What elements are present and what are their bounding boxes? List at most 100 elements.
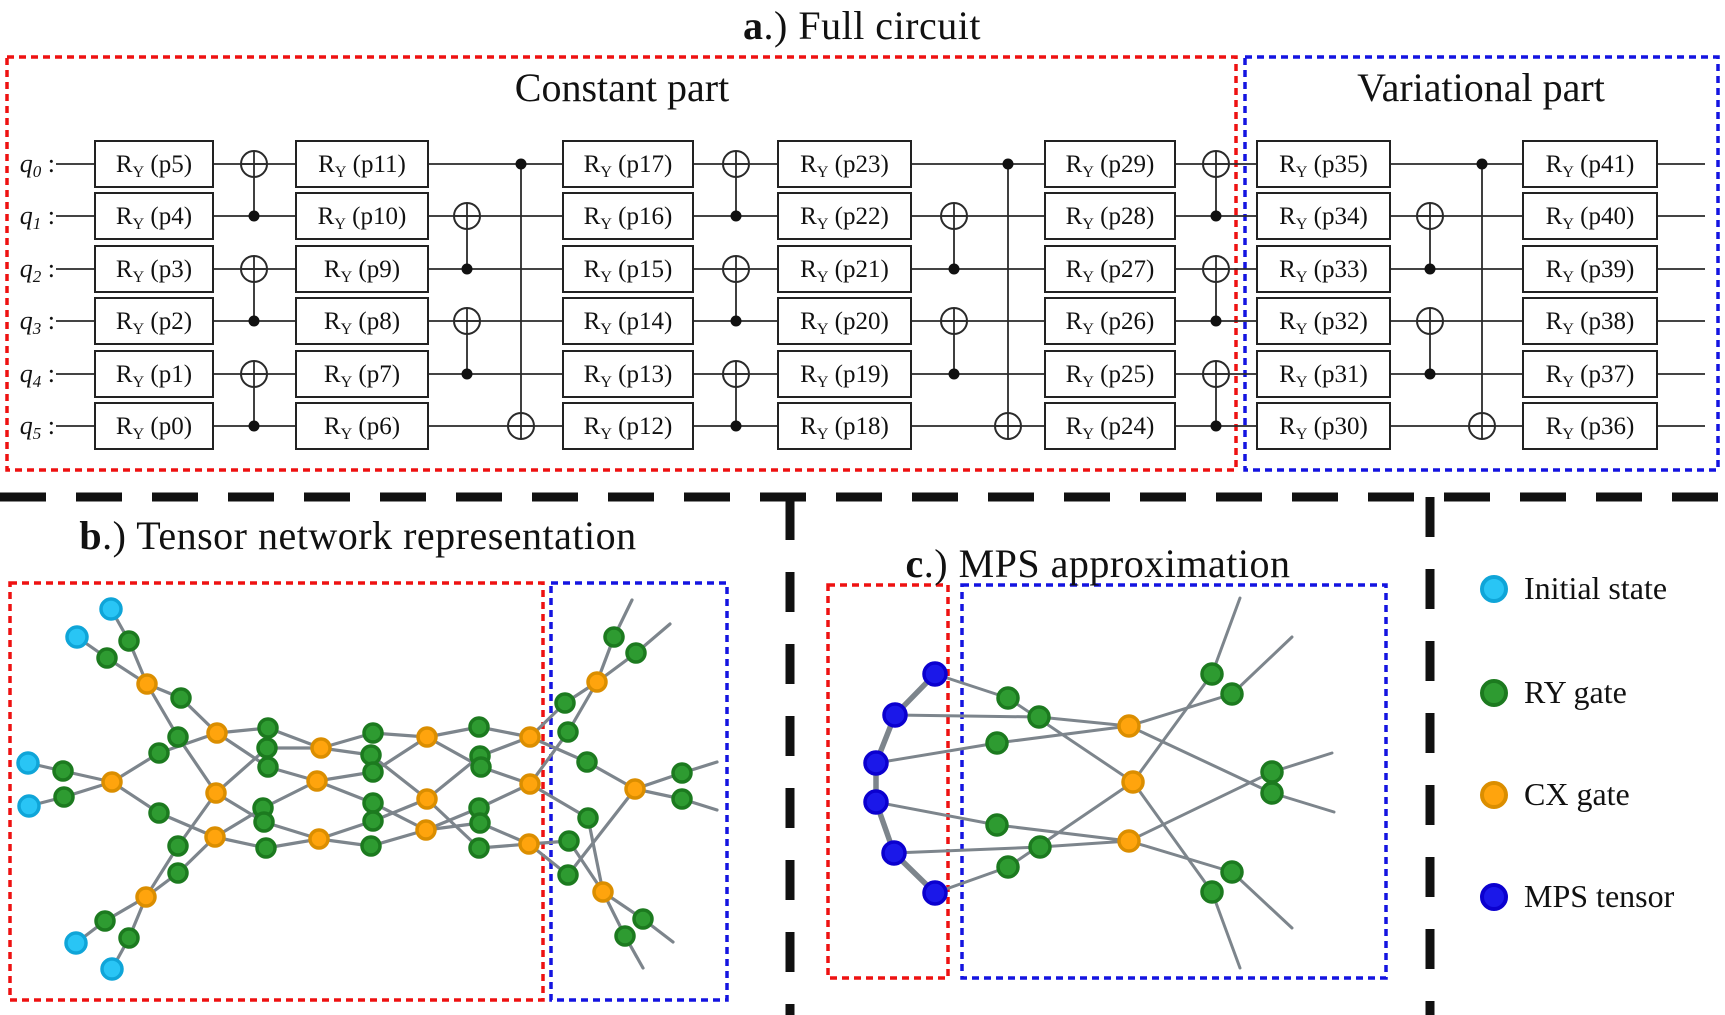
ry-gate-box	[94, 245, 214, 293]
ry-gate-box	[562, 402, 694, 450]
ry-gate-box	[562, 245, 694, 293]
ry-gate-p15: RY (p15)	[562, 245, 694, 293]
ry-gate-label: RY (p33)	[1279, 256, 1368, 286]
mps-cx-node	[1117, 829, 1141, 853]
tn-ry-node	[603, 626, 625, 648]
ry-gate-box	[1044, 402, 1176, 450]
tensor-edge	[214, 746, 269, 795]
ry-gate-p25: RY (p25)	[1044, 350, 1176, 398]
ry-gate-box	[777, 350, 912, 398]
cx-gate	[1468, 158, 1496, 440]
tn-ry-node	[94, 910, 116, 932]
cx-gate	[1202, 150, 1230, 222]
tensor-edge	[1131, 672, 1214, 784]
ry-gate-p34: RY (p34)	[1256, 192, 1391, 240]
cx-gate-dot	[1480, 780, 1508, 809]
ry-gate-label: RY (p30)	[1279, 413, 1368, 443]
ry-gate-p14: RY (p14)	[562, 297, 694, 345]
cx-gate	[940, 307, 968, 380]
ry-gate-box	[94, 402, 214, 450]
ry-gate-box	[1044, 192, 1176, 240]
ry-gate-p18: RY (p18)	[777, 402, 912, 450]
constant-part-box	[5, 55, 1238, 472]
ry-gate-label: RY (p22)	[800, 203, 889, 233]
tn-cx-node	[308, 828, 330, 850]
ry-gate-label: RY (p11)	[318, 151, 406, 181]
panel-b-letter: b	[79, 513, 103, 558]
tensor-edge	[1006, 780, 1135, 869]
tn-ry-node	[360, 835, 382, 857]
tn-ry-node	[170, 687, 192, 709]
tn-ry-node	[671, 788, 693, 810]
cx-gate	[722, 150, 750, 222]
legend-item-cx-gate: CX gate	[1480, 776, 1630, 813]
ry-gate-p10: RY (p10)	[295, 192, 429, 240]
tn-ry-node	[577, 807, 599, 829]
tn-ry-node	[257, 756, 279, 778]
ry-gate-label: RY (p28)	[1066, 203, 1155, 233]
panel-dividers	[0, 492, 1725, 1015]
mps-ry-node	[985, 731, 1009, 755]
ry-gate-label: RY (p9)	[324, 256, 400, 286]
tensor-edge	[586, 816, 605, 894]
cx-control-dot	[730, 420, 742, 432]
tn-ry-node	[632, 908, 654, 930]
tn-ry-node	[52, 760, 74, 782]
ry-gate-label: RY (p38)	[1546, 308, 1635, 338]
tn-cx-node	[518, 833, 540, 855]
legend-item-initial-state: Initial state	[1480, 570, 1667, 607]
mps-variational-box	[960, 583, 1388, 980]
tensor-edge	[425, 797, 481, 850]
mps-ry-node	[1220, 860, 1244, 884]
tensor-edge	[1210, 596, 1242, 676]
tensor-edge	[874, 741, 999, 765]
ry-gate-label: RY (p10)	[318, 203, 407, 233]
ry-gate-p4: RY (p4)	[94, 192, 214, 240]
tensor-network-variational-box	[549, 581, 729, 1002]
tn-cx-node	[101, 771, 123, 793]
legend-label: MPS tensor	[1524, 878, 1675, 914]
panel-c-title-text: .) MPS approximation	[923, 541, 1291, 586]
ry-gate-p16: RY (p16)	[562, 192, 694, 240]
ry-gate-box	[1522, 140, 1658, 188]
tn-ry-node	[557, 864, 579, 886]
tn-cx-node	[519, 773, 541, 795]
tn-cx-node	[135, 886, 157, 908]
mps-ry-node	[996, 855, 1020, 879]
ry-gate-box	[1522, 402, 1658, 450]
tn-ry-node	[256, 737, 278, 759]
ry-gate-box	[562, 297, 694, 345]
ry-gate-p0: RY (p0)	[94, 402, 214, 450]
ry-gate-p38: RY (p38)	[1522, 297, 1658, 345]
region-boxes	[5, 55, 1720, 1002]
ry-gate-label: RY (p2)	[116, 308, 192, 338]
tn-ry-node	[257, 717, 279, 739]
tensor-edge	[1127, 724, 1274, 795]
tn-ry-node	[167, 862, 189, 884]
ry-gate-box	[1044, 297, 1176, 345]
panel-c-title: c.) MPS approximation	[906, 540, 1291, 587]
tensor-edge	[1127, 770, 1274, 843]
mps-ry-node	[996, 686, 1020, 710]
tensor-edge	[1127, 692, 1234, 728]
tn-ry-node	[468, 837, 490, 859]
ry-gate-box	[1044, 350, 1176, 398]
ry-gate-box	[295, 192, 429, 240]
cx-gate	[507, 158, 535, 440]
tensor-edge	[1230, 870, 1294, 930]
ry-gate-box	[1044, 245, 1176, 293]
ry-gate-p27: RY (p27)	[1044, 245, 1176, 293]
ry-gate-box	[1256, 297, 1391, 345]
tensor-edge	[1131, 780, 1214, 894]
ry-gate-p12: RY (p12)	[562, 402, 694, 450]
tensor-edge	[176, 735, 218, 795]
ry-gate-label: RY (p24)	[1066, 413, 1155, 443]
tn-ry-node	[625, 642, 647, 664]
cx-gate	[994, 158, 1022, 440]
ry-gate-label: RY (p29)	[1066, 151, 1155, 181]
tensor-edge	[1230, 635, 1294, 696]
ry-gate-box	[1522, 350, 1658, 398]
cx-gate	[940, 202, 968, 275]
